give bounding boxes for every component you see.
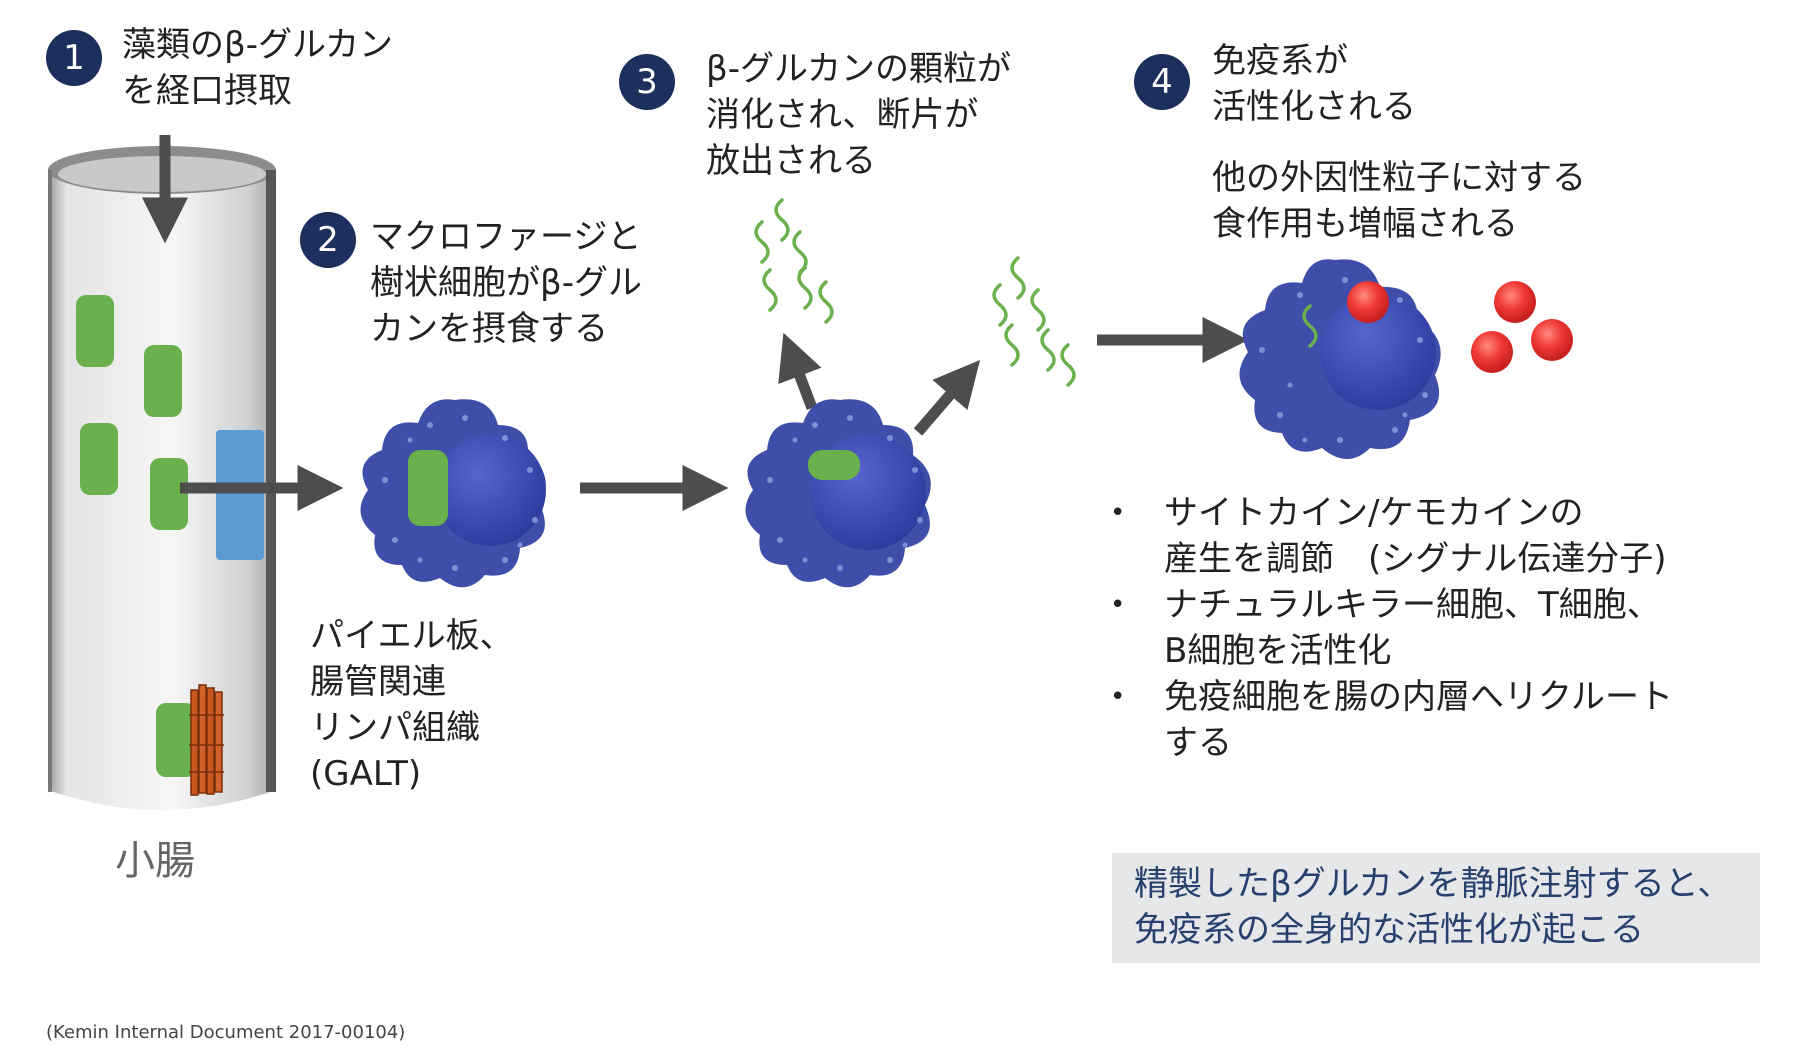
phagocytosis-text: 他の外因性粒子に対する 食作用も増幅される (1212, 155, 1586, 247)
glucan-particle (150, 458, 188, 530)
effect-item: サイトカイン/ケモカインの 産生を調節 (シグナル伝達分子) (1110, 490, 1673, 582)
fragment (1004, 323, 1020, 367)
step-1-number: 1 (46, 30, 102, 86)
step-1-line: 藻類のβ-グルカン (122, 25, 393, 65)
step-3-number: 3 (619, 54, 675, 110)
iv-note-box: 精製したβグルカンを静脈注射すると、 免疫系の全身的な活性化が起こる (1112, 853, 1760, 963)
note-line: 精製したβグルカンを静脈注射すると、 (1134, 864, 1732, 904)
internal-fragment (1302, 304, 1318, 348)
fragment (1060, 343, 1076, 387)
fragment (1040, 328, 1056, 372)
step-2-text: マクロファージと 樹状細胞がβ-グル カンを摂食する (370, 214, 642, 352)
step-4-line: 免疫系が (1212, 41, 1348, 81)
m-cell (216, 430, 264, 560)
peyer-line: パイエル板、 (310, 616, 514, 656)
effect-line: 免疫細胞を腸の内層へリクルート (1164, 677, 1673, 717)
activated-cell (1239, 259, 1441, 459)
macrophage-cell-1 (360, 399, 546, 588)
fragment (792, 230, 808, 274)
villus (198, 684, 207, 794)
villus (206, 687, 215, 795)
fragment (1030, 288, 1046, 332)
arrow-release-left (778, 332, 822, 410)
nucleus (1320, 294, 1436, 410)
step-2-line: カンを摂食する (370, 309, 608, 349)
step-4-line: 活性化される (1212, 87, 1416, 127)
fragment (754, 220, 770, 264)
glucan-particle (144, 345, 182, 417)
villus (214, 691, 223, 793)
villi (189, 684, 224, 796)
glucan-particle (156, 703, 196, 777)
step-2-number: 2 (300, 212, 356, 268)
note-line: 免疫系の全身的な活性化が起こる (1134, 910, 1644, 950)
fragment (1010, 256, 1026, 300)
foreign-particle (1494, 281, 1536, 323)
fragment (992, 283, 1008, 327)
citation: (Kemin Internal Document 2017-00104) (46, 1022, 406, 1043)
step-3-line: β-グルカンの顆粒が (706, 49, 1011, 89)
intestine-edge-left (48, 170, 52, 792)
cell-granules (767, 415, 923, 571)
phagocytosis-line: 食作用も増幅される (1212, 204, 1518, 244)
step-2-line: マクロファージと (370, 217, 642, 257)
glucan-particle (76, 295, 114, 367)
peyer-line: (GALT) (310, 754, 422, 794)
step-3-text: β-グルカンの顆粒が 消化され、断片が 放出される (706, 46, 1011, 184)
step-4-text: 免疫系が 活性化される (1212, 38, 1416, 130)
effect-line: ナチュラルキラー細胞、T細胞、 (1164, 585, 1661, 625)
effect-line: 産生を調節 (シグナル伝達分子) (1164, 539, 1667, 579)
nucleus (434, 434, 546, 546)
effect-line: B細胞を活性化 (1164, 631, 1392, 671)
intestine-edge (266, 170, 276, 792)
digested-glucan (808, 450, 860, 480)
engulfed-particle (1347, 281, 1389, 323)
effect-item: 免疫細胞を腸の内層へリクルート する (1110, 674, 1673, 766)
cell-granules (382, 415, 538, 571)
peyer-line: 腸管関連 (310, 662, 446, 702)
effect-line: サイトカイン/ケモカインの (1164, 493, 1584, 533)
step-2-line: 樹状細胞がβ-グル (370, 263, 642, 303)
fragment (774, 198, 790, 242)
foreign-particle (1471, 331, 1513, 373)
step-4-number: 4 (1134, 54, 1190, 110)
fragment (818, 280, 834, 324)
peyer-line: リンパ組織 (310, 708, 480, 748)
effect-item: ナチュラルキラー細胞、T細胞、 B細胞を活性化 (1110, 582, 1673, 674)
step-1-text: 藻類のβ-グルカン を経口摂取 (122, 22, 393, 114)
peyer-label: パイエル板、 腸管関連 リンパ組織 (GALT) (310, 613, 514, 797)
cell-granules (1259, 277, 1428, 443)
arrow-release-right (913, 360, 981, 436)
villus (190, 689, 199, 796)
step-3-line: 放出される (706, 141, 876, 181)
effect-line: する (1164, 723, 1232, 763)
foreign-particles (1471, 281, 1573, 373)
glucan-particle (80, 423, 118, 495)
fragment (797, 266, 813, 310)
phagocytosis-line: 他の外因性粒子に対する (1212, 158, 1586, 198)
step-1-line: を経口摂取 (122, 71, 292, 111)
glucan-fragments (754, 198, 1076, 387)
glucan-particles (76, 295, 196, 777)
intestine-label: 小腸 (115, 838, 195, 884)
engulfed-glucan (408, 450, 448, 526)
effects-list: サイトカイン/ケモカインの 産生を調節 (シグナル伝達分子) ナチュラルキラー細… (1110, 490, 1673, 766)
macrophage-cell-2 (745, 399, 931, 588)
fragment (762, 268, 778, 312)
foreign-particle (1531, 319, 1573, 361)
step-3-line: 消化され、断片が (706, 95, 979, 135)
arrows (141, 135, 1249, 512)
